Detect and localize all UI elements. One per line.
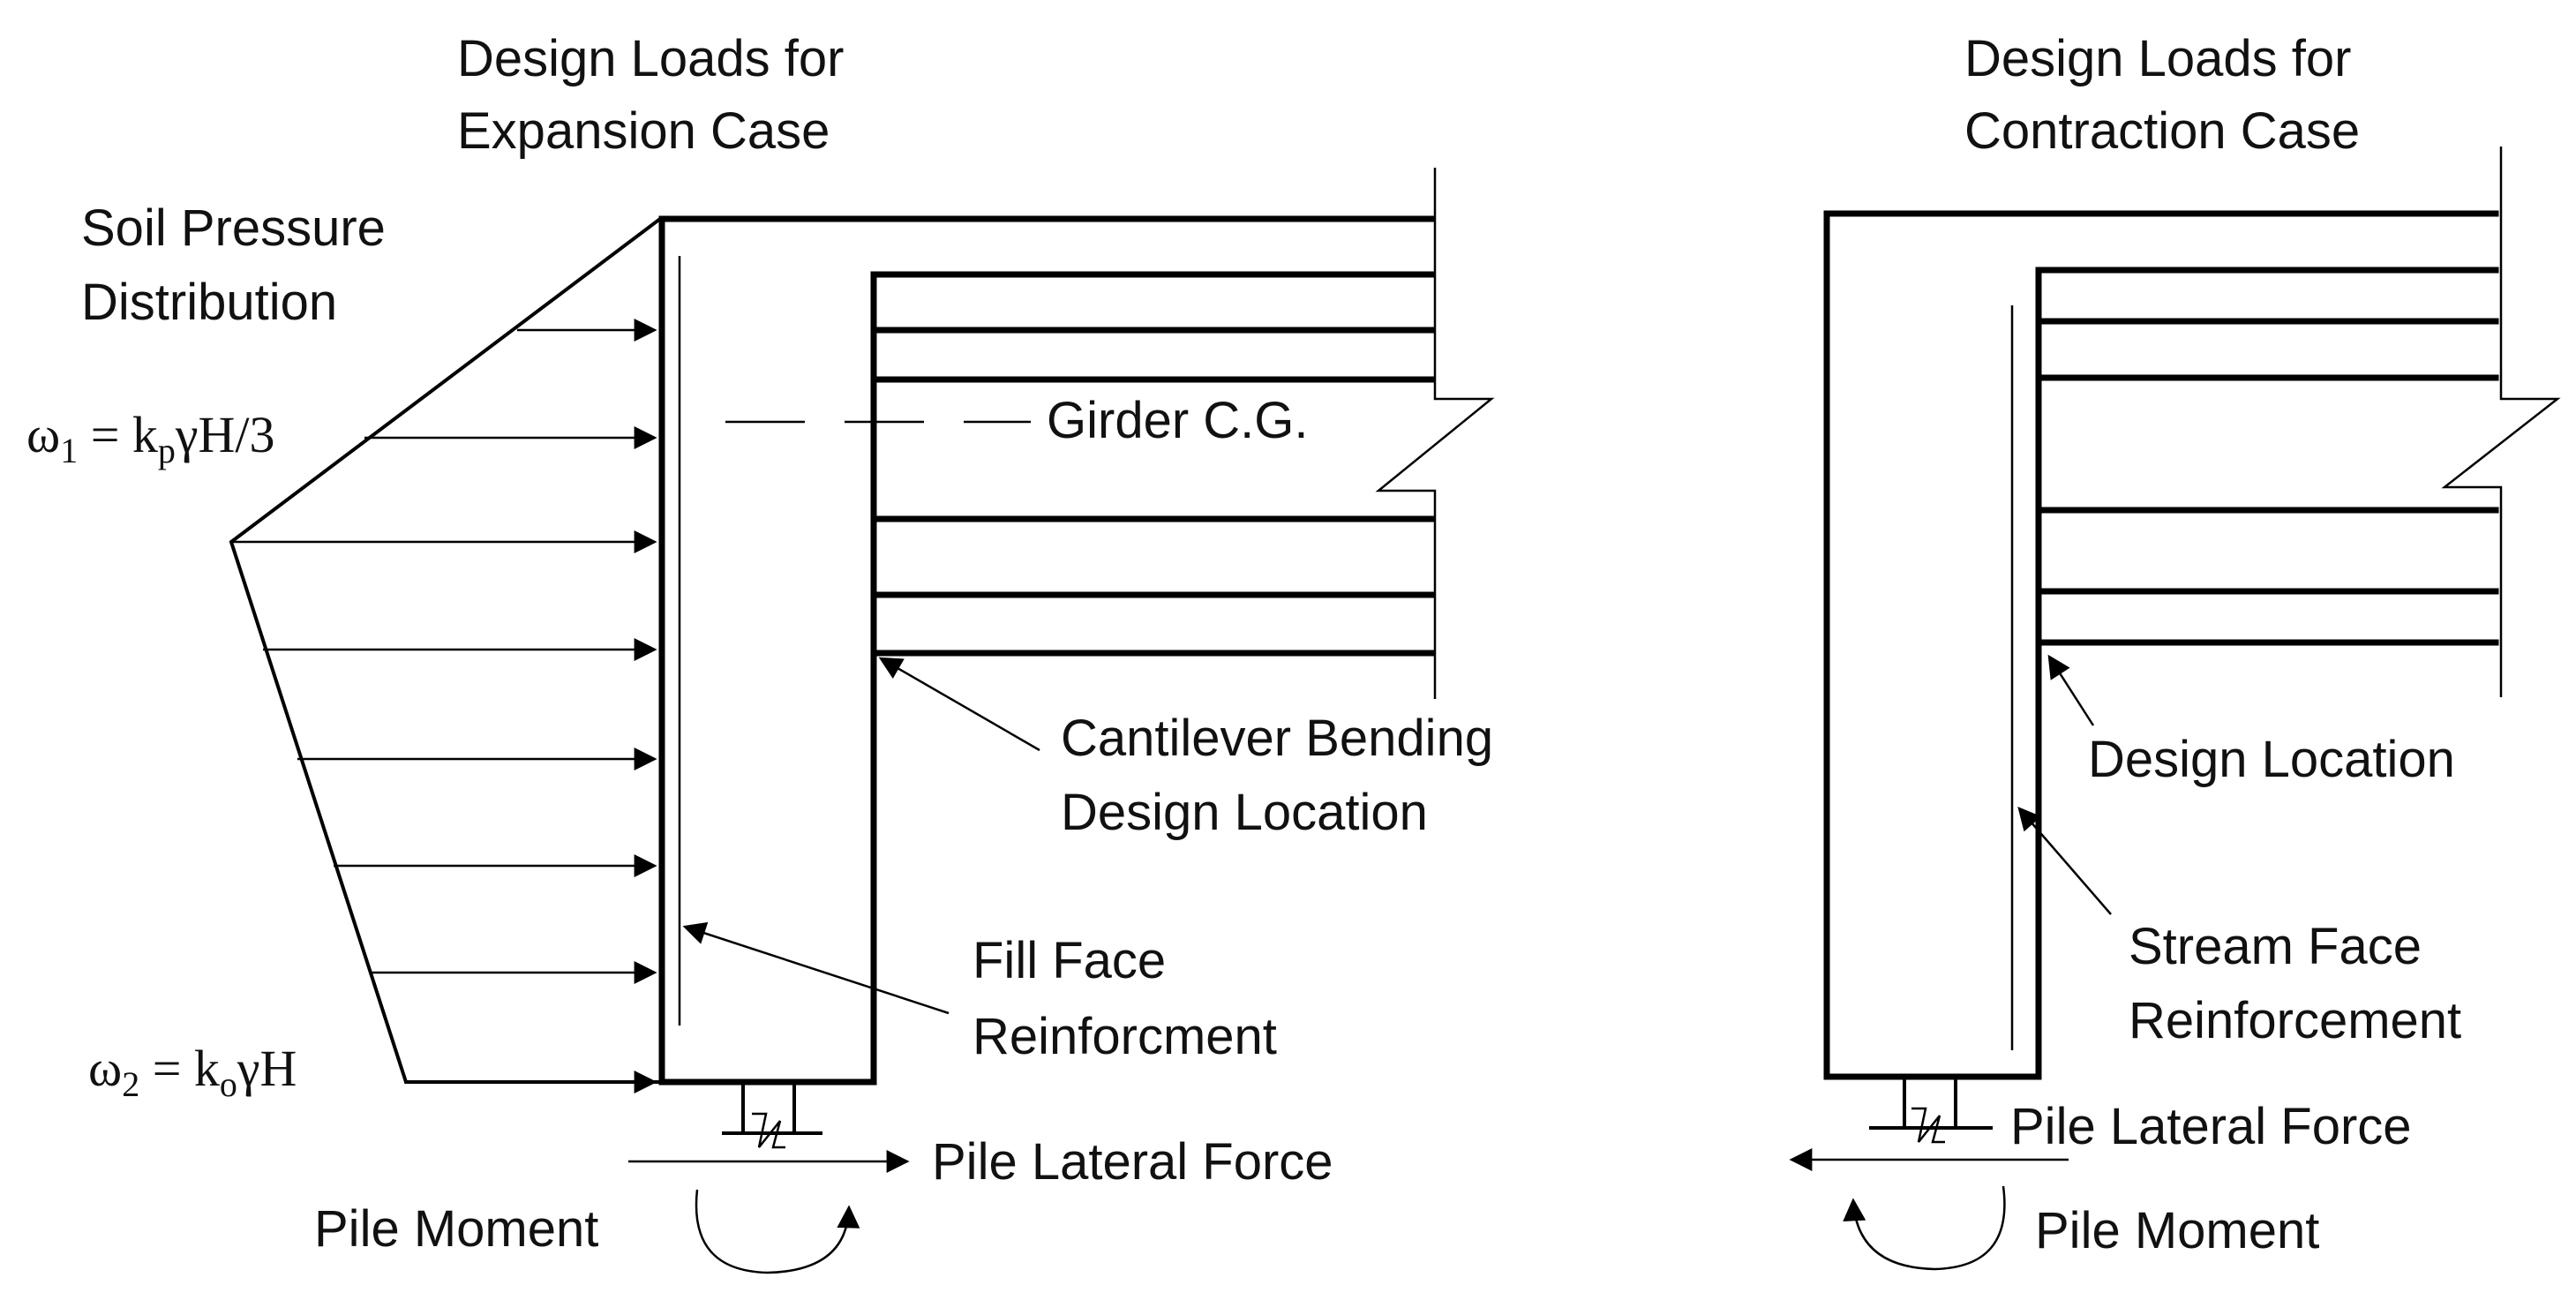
- expansion-break-line: [1375, 168, 1495, 699]
- expansion-pile: [722, 1084, 822, 1149]
- cantilever-label-line1: Cantilever Bending: [1061, 710, 1493, 767]
- expansion-abutment-outline: [658, 215, 1435, 1086]
- cantilever-label-line2: Design Location: [1061, 784, 1428, 841]
- stream-face-label-line2: Reinforcement: [2129, 992, 2461, 1049]
- pile-moment-arrow: [695, 1189, 860, 1274]
- expansion-title-line2: Expansion Case: [457, 102, 830, 160]
- omega2-label: ω2 = koγH: [88, 1040, 297, 1104]
- soil-pressure-label-line2: Distribution: [81, 274, 337, 331]
- soil-pressure-arrows: [231, 319, 657, 1093]
- fill-face-label-line1: Fill Face: [973, 932, 1166, 989]
- design-location-label: Design Location: [2088, 731, 2455, 788]
- pile-moment-label: Pile Moment: [314, 1200, 598, 1258]
- expansion-girders: [870, 327, 1435, 657]
- expansion-title-line1: Design Loads for: [457, 30, 844, 87]
- contraction-title-line2: Contraction Case: [1964, 102, 2360, 160]
- contraction-abutment-outline: [1823, 210, 2499, 1080]
- stream-face-pointer-arrow: [2017, 807, 2112, 915]
- contraction-pile: [1869, 1078, 1993, 1144]
- contraction-girders: [2035, 318, 2499, 646]
- stream-face-label-line1: Stream Face: [2129, 918, 2422, 975]
- fill-face-label-line2: Reinforcment: [973, 1008, 1277, 1065]
- soil-pressure-label-line1: Soil Pressure: [81, 199, 386, 257]
- omega1-label: ω1 = kpγH/3: [26, 406, 275, 470]
- contraction-break-line: [2441, 147, 2561, 697]
- fill-face-pointer-arrow: [682, 921, 950, 1015]
- pile-moment-label-contraction: Pile Moment: [2035, 1202, 2319, 1259]
- pile-moment-arrow-contraction: [1843, 1185, 2006, 1271]
- design-location-pointer-arrow: [2047, 654, 2095, 726]
- contraction-case-diagram: Design Loads for Contraction Case Design…: [1789, 30, 2561, 1271]
- contraction-title-line1: Design Loads for: [1964, 30, 2351, 87]
- cantilever-pointer-arrow: [878, 657, 1040, 752]
- expansion-case-diagram: Design Loads for Expansion Case Soil Pre…: [26, 30, 1495, 1274]
- pile-lateral-force-label: Pile Lateral Force: [932, 1133, 1333, 1191]
- pile-lateral-force-label-contraction: Pile Lateral Force: [2010, 1098, 2412, 1155]
- girder-cg-label: Girder C.G.: [1047, 392, 1309, 449]
